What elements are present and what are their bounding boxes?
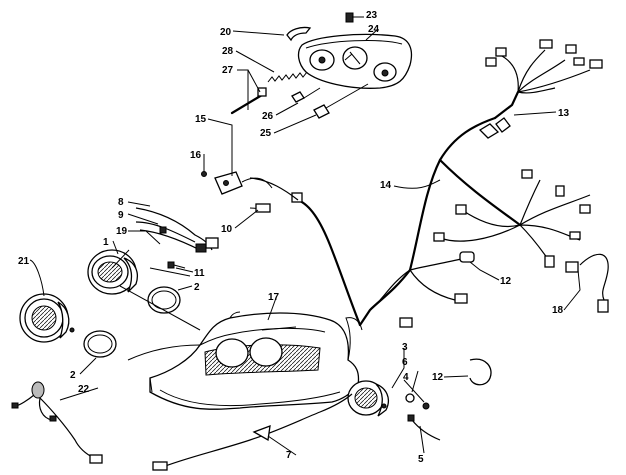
speedo-cable-part bbox=[411, 419, 441, 441]
instrument-cluster-housing bbox=[297, 33, 413, 89]
console-part bbox=[149, 311, 363, 410]
ring-clip-part bbox=[469, 358, 492, 386]
washer-part bbox=[405, 393, 415, 403]
gauge-part-upper bbox=[87, 249, 139, 295]
callout-22: 22 bbox=[78, 384, 90, 395]
callout-23: 23 bbox=[366, 10, 378, 21]
callout-7: 7 bbox=[286, 450, 292, 461]
cable-part bbox=[230, 93, 264, 115]
callout-21: 21 bbox=[18, 256, 30, 267]
switch-part bbox=[201, 171, 273, 213]
callout-19: 19 bbox=[116, 226, 128, 237]
callout-6: 6 bbox=[402, 357, 408, 368]
lens-strip-part bbox=[286, 26, 312, 42]
callout-24: 24 bbox=[368, 24, 380, 35]
callout-16: 16 bbox=[190, 150, 202, 161]
clip-part bbox=[345, 12, 354, 23]
socket-part bbox=[313, 104, 330, 119]
callout-3: 3 bbox=[402, 342, 408, 353]
callout-12-harness: 12 bbox=[500, 276, 512, 287]
callout-25: 25 bbox=[260, 128, 272, 139]
callout-10: 10 bbox=[221, 224, 233, 235]
callout-4: 4 bbox=[403, 372, 409, 383]
callout-8: 8 bbox=[118, 197, 124, 208]
callout-5: 5 bbox=[418, 454, 424, 465]
cable-7-part bbox=[159, 393, 353, 469]
callout-2-upper: 2 bbox=[194, 282, 200, 293]
spring-part bbox=[267, 71, 308, 83]
callout-12-right: 12 bbox=[432, 372, 444, 383]
callout-11: 11 bbox=[194, 268, 205, 279]
callout-1: 1 bbox=[103, 237, 109, 248]
callout-15: 15 bbox=[195, 114, 207, 125]
callout-labels: 20 23 24 28 27 26 25 15 16 10 8 9 19 1 1… bbox=[18, 10, 570, 465]
callout-26: 26 bbox=[262, 111, 274, 122]
callout-17: 17 bbox=[268, 292, 280, 303]
callout-14: 14 bbox=[380, 180, 392, 191]
lamp-leads-part bbox=[11, 381, 103, 464]
callout-20: 20 bbox=[220, 27, 232, 38]
gauge-wire-leads bbox=[135, 207, 219, 269]
callout-27: 27 bbox=[222, 65, 234, 76]
wiring-harness bbox=[249, 39, 609, 328]
callout-9: 9 bbox=[118, 210, 124, 221]
callout-28: 28 bbox=[222, 46, 234, 57]
callout-2-lower: 2 bbox=[70, 370, 76, 381]
bulb-socket-part bbox=[291, 91, 305, 103]
callout-13: 13 bbox=[558, 108, 570, 119]
gauge-part-lower bbox=[19, 293, 75, 343]
nut-part bbox=[422, 402, 430, 410]
gauge-part-right bbox=[347, 380, 390, 417]
callout-18: 18 bbox=[552, 305, 564, 316]
leader-lines bbox=[29, 16, 581, 456]
